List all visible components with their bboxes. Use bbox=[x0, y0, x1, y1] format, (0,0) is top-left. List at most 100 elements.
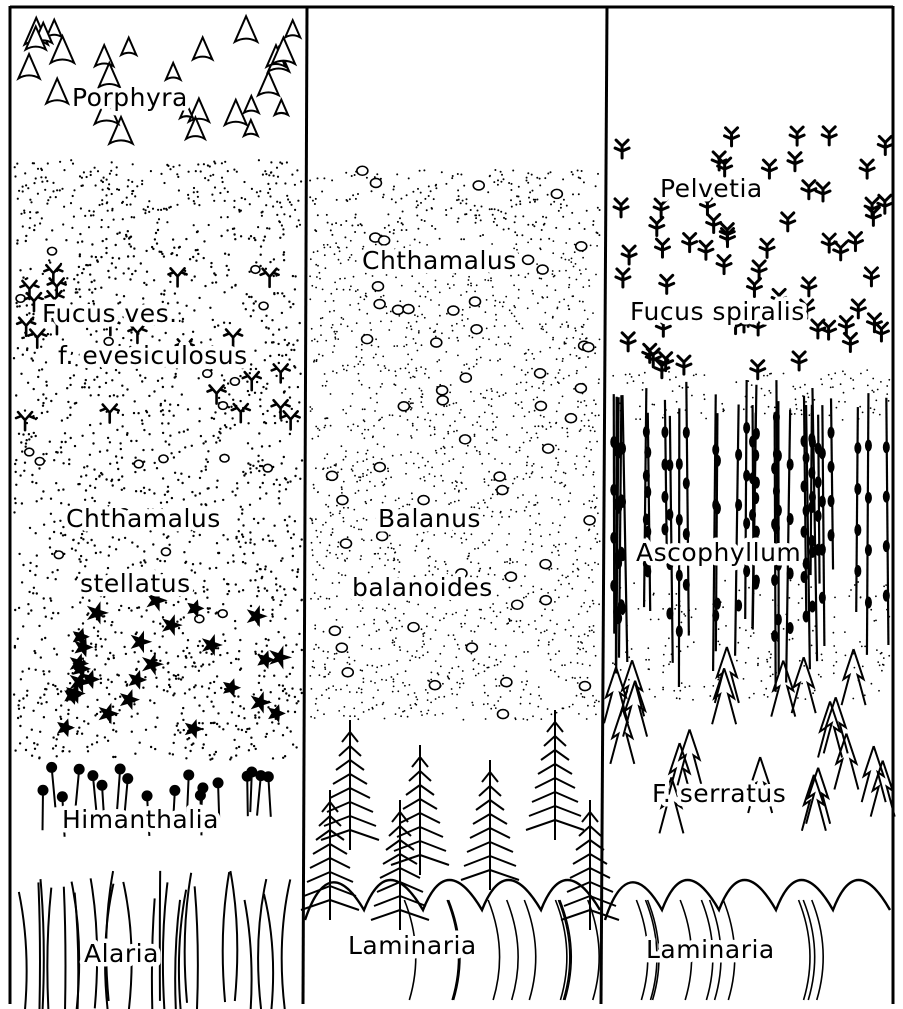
barnacle-shape bbox=[408, 623, 419, 632]
ascophyllum-bladder bbox=[854, 565, 861, 577]
barnacle-shape bbox=[16, 295, 25, 303]
label-alaria: Alaria bbox=[84, 939, 159, 968]
ascophyllum-bladder bbox=[661, 491, 668, 503]
ascophyllum-bladder bbox=[618, 442, 625, 454]
ascophyllum-bladder bbox=[819, 544, 826, 556]
ascophyllum-bladder bbox=[865, 597, 872, 609]
barnacle-shape bbox=[35, 458, 44, 466]
ascophyllum-bladder bbox=[775, 450, 782, 462]
ascophyllum-bladder bbox=[803, 452, 810, 464]
ascophyllum-strand bbox=[745, 380, 746, 619]
barnacle-shape bbox=[259, 302, 268, 310]
barnacle-shape bbox=[576, 242, 587, 251]
himanthalia-button bbox=[183, 769, 194, 780]
himanthalia-button bbox=[37, 785, 48, 796]
barnacle-shape bbox=[134, 460, 143, 468]
ascophyllum-bladder bbox=[661, 523, 668, 535]
barnacle-shape bbox=[251, 266, 260, 274]
label-chthamalus-middle: Chthamalus bbox=[362, 246, 517, 275]
barnacle-shape bbox=[575, 384, 586, 393]
label-f-evesiculosus: f. evesiculosus bbox=[58, 341, 248, 370]
ascophyllum-bladder bbox=[828, 495, 835, 507]
barnacle-shape bbox=[25, 448, 34, 456]
ascophyllum-bladder bbox=[883, 540, 890, 552]
barnacle-shape bbox=[523, 255, 534, 264]
barnacle-shape bbox=[218, 610, 227, 618]
barnacle-shape bbox=[374, 300, 385, 309]
barnacle-shape bbox=[220, 454, 229, 462]
barnacle-shape bbox=[342, 668, 353, 677]
ascophyllum-bladder bbox=[808, 433, 815, 445]
ascophyllum-bladder bbox=[618, 547, 625, 559]
barnacle-shape bbox=[159, 455, 168, 463]
barnacle-shape bbox=[540, 596, 551, 605]
ascophyllum-strand bbox=[811, 405, 812, 575]
label-fucus-spiralis: Fucus spiralis bbox=[630, 297, 805, 326]
label-laminaria-right: Laminaria bbox=[646, 935, 775, 964]
himanthalia-button bbox=[46, 762, 57, 773]
barnacle-shape bbox=[579, 682, 590, 691]
himanthalia-button bbox=[74, 764, 85, 775]
ascophyllum-bladder bbox=[771, 518, 778, 530]
barnacle-shape bbox=[497, 486, 508, 495]
barnacle-shape bbox=[437, 386, 448, 395]
ascophyllum-bladder bbox=[714, 455, 721, 467]
ascophyllum-bladder bbox=[808, 467, 815, 479]
ascophyllum-bladder bbox=[787, 513, 794, 525]
ascophyllum-bladder bbox=[865, 544, 872, 556]
barnacle-shape bbox=[470, 297, 481, 306]
ascophyllum-bladder bbox=[801, 571, 808, 583]
barnacle-shape bbox=[537, 265, 548, 274]
himanthalia-stalk bbox=[247, 776, 248, 816]
barnacle-shape bbox=[336, 643, 347, 652]
ascophyllum-bladder bbox=[753, 575, 760, 587]
ascophyllum-bladder bbox=[801, 526, 808, 538]
ascophyllum-bladder bbox=[753, 428, 760, 440]
barnacle-shape bbox=[583, 343, 594, 352]
ascophyllum-bladder bbox=[787, 568, 794, 580]
ascophyllum-strand bbox=[614, 394, 615, 633]
ascophyllum-bladder bbox=[803, 505, 810, 517]
barnacle-shape bbox=[195, 615, 204, 623]
ascophyllum-bladder bbox=[743, 517, 750, 529]
himanthalia-button bbox=[169, 785, 180, 796]
label-pelvetia: Pelvetia bbox=[660, 174, 763, 203]
ascophyllum-bladder bbox=[883, 491, 890, 503]
barnacle-shape bbox=[357, 166, 368, 175]
ascophyllum-bladder bbox=[735, 599, 742, 611]
label-f-serratus: F. serratus bbox=[652, 779, 786, 808]
barnacle-shape bbox=[473, 181, 484, 190]
barnacle-shape bbox=[398, 402, 409, 411]
ascophyllum-bladder bbox=[865, 439, 872, 451]
himanthalia-button bbox=[57, 791, 68, 802]
barnacle-shape bbox=[362, 335, 373, 344]
himanthalia-button bbox=[115, 764, 126, 775]
barnacle-shape bbox=[48, 247, 57, 255]
himanthalia-button bbox=[122, 773, 133, 784]
barnacle-shape bbox=[584, 516, 595, 525]
barnacle-shape bbox=[565, 414, 576, 423]
himanthalia-button bbox=[263, 771, 274, 782]
barnacle-shape bbox=[431, 338, 442, 347]
ascophyllum-bladder bbox=[803, 610, 810, 622]
ascophyllum-bladder bbox=[819, 592, 826, 604]
ascophyllum-bladder bbox=[828, 529, 835, 541]
ascophyllum-bladder bbox=[883, 441, 890, 453]
barnacle-shape bbox=[540, 560, 551, 569]
ascophyllum-bladder bbox=[676, 625, 683, 637]
barnacle-shape bbox=[460, 435, 471, 444]
himanthalia-button bbox=[96, 780, 107, 791]
barnacle-shape bbox=[494, 472, 505, 481]
himanthalia-button bbox=[87, 770, 98, 781]
barnacle-shape bbox=[535, 401, 546, 410]
ascophyllum-bladder bbox=[828, 427, 835, 439]
barnacle-shape bbox=[466, 643, 477, 652]
ascophyllum-bladder bbox=[615, 557, 622, 569]
ascophyllum-bladder bbox=[735, 449, 742, 461]
himanthalia-button bbox=[142, 790, 153, 801]
ascophyllum-bladder bbox=[815, 510, 822, 522]
ascophyllum-bladder bbox=[676, 458, 683, 470]
label-ascophyllum: Ascophyllum bbox=[636, 538, 801, 567]
ascophyllum-bladder bbox=[666, 607, 673, 619]
ascophyllum-bladder bbox=[683, 579, 690, 591]
